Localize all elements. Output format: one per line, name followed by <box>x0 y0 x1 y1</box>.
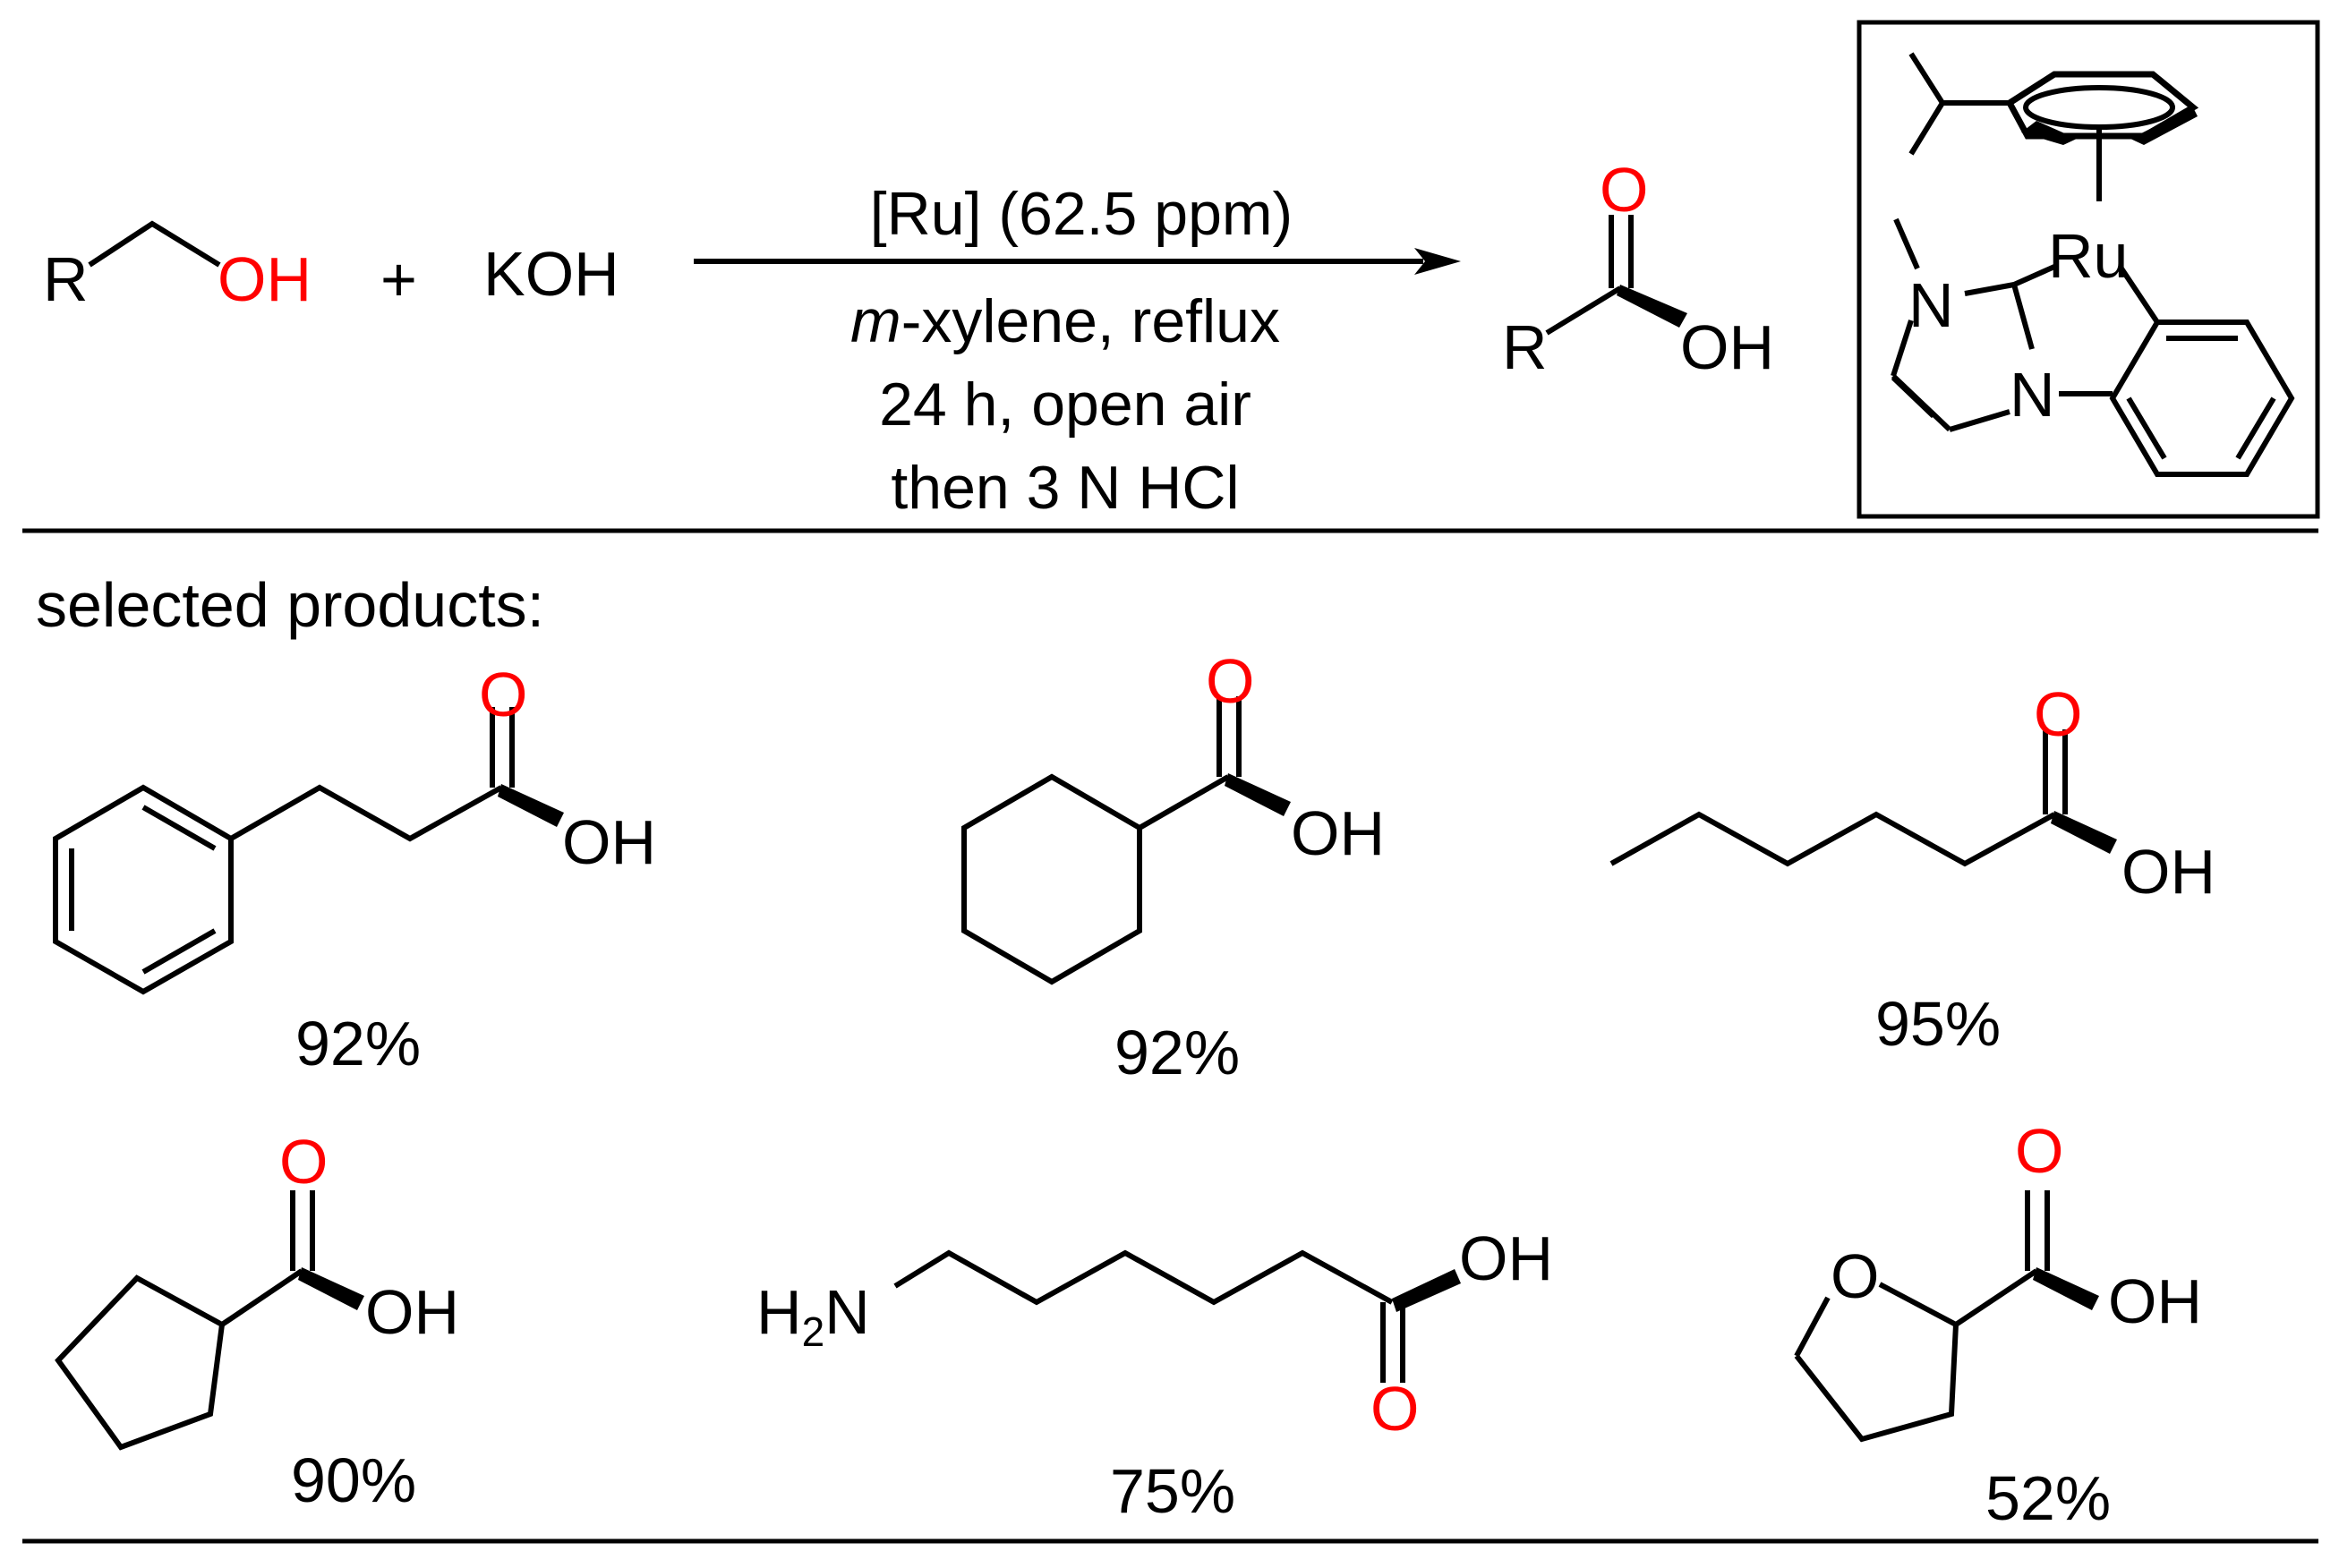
product-2-oh-label: OH <box>1291 798 1385 868</box>
product-5-o-label: O <box>1370 1374 1419 1444</box>
product-4-o-label: O <box>279 1127 328 1197</box>
product-5-oh-label: OH <box>1459 1223 1553 1293</box>
product-5-structure: H2N O OH <box>756 1223 1553 1444</box>
catalyst-ru-label: Ru <box>2048 221 2128 291</box>
product-carboxylic-acid: R O OH <box>1502 155 1774 382</box>
product-1-yield: 92% <box>295 1009 421 1078</box>
product-1-oh-label: OH <box>562 807 656 877</box>
product-1-o-label: O <box>479 660 527 729</box>
product-3-yield: 95% <box>1875 989 2001 1059</box>
condition-solvent: m-xylene, reflux <box>850 287 1280 355</box>
catalyst-n1-label: N <box>1908 270 1954 340</box>
product-oh-label: OH <box>1680 312 1774 382</box>
product-3-structure: O OH <box>1609 679 2215 907</box>
reactant-oh-label: OH <box>218 244 312 314</box>
product-3-oh-label: OH <box>2121 837 2215 907</box>
product-6-o-label: O <box>2015 1116 2063 1186</box>
section-title: selected products: <box>36 570 544 640</box>
reactant-r-label: R <box>43 244 89 314</box>
product-1-structure: O OH <box>53 660 656 995</box>
condition-catalyst: [Ru] (62.5 ppm) <box>870 180 1293 248</box>
product-6-structure: O O OH <box>1794 1116 2202 1443</box>
product-6-ring-o-label: O <box>1831 1241 1879 1311</box>
product-4-oh-label: OH <box>365 1277 459 1347</box>
plus-sign: + <box>380 244 417 314</box>
product-2-o-label: O <box>1206 646 1254 716</box>
reaction-arrow <box>694 248 1461 275</box>
condition-workup: then 3 N HCl <box>891 454 1239 522</box>
base-label: KOH <box>483 239 619 309</box>
condition-time: 24 h, open air <box>879 371 1251 439</box>
product-5-amine-label: H2N <box>756 1277 870 1355</box>
product-r-label: R <box>1502 312 1548 382</box>
product-5-yield: 75% <box>1110 1456 1235 1526</box>
product-6-yield: 52% <box>1985 1463 2111 1533</box>
reactant-alcohol: R OH <box>43 220 312 314</box>
product-4-structure: O OH <box>55 1127 459 1451</box>
product-o-label: O <box>1600 155 1648 225</box>
product-6-oh-label: OH <box>2108 1266 2202 1336</box>
catalyst-n2-label: N <box>2010 360 2055 430</box>
product-2-structure: O OH <box>961 646 1385 985</box>
catalyst-structure-box: Ru N N <box>1857 20 2320 519</box>
product-3-o-label: O <box>2034 679 2082 749</box>
product-2-yield: 92% <box>1114 1018 1240 1087</box>
product-4-yield: 90% <box>291 1445 416 1515</box>
